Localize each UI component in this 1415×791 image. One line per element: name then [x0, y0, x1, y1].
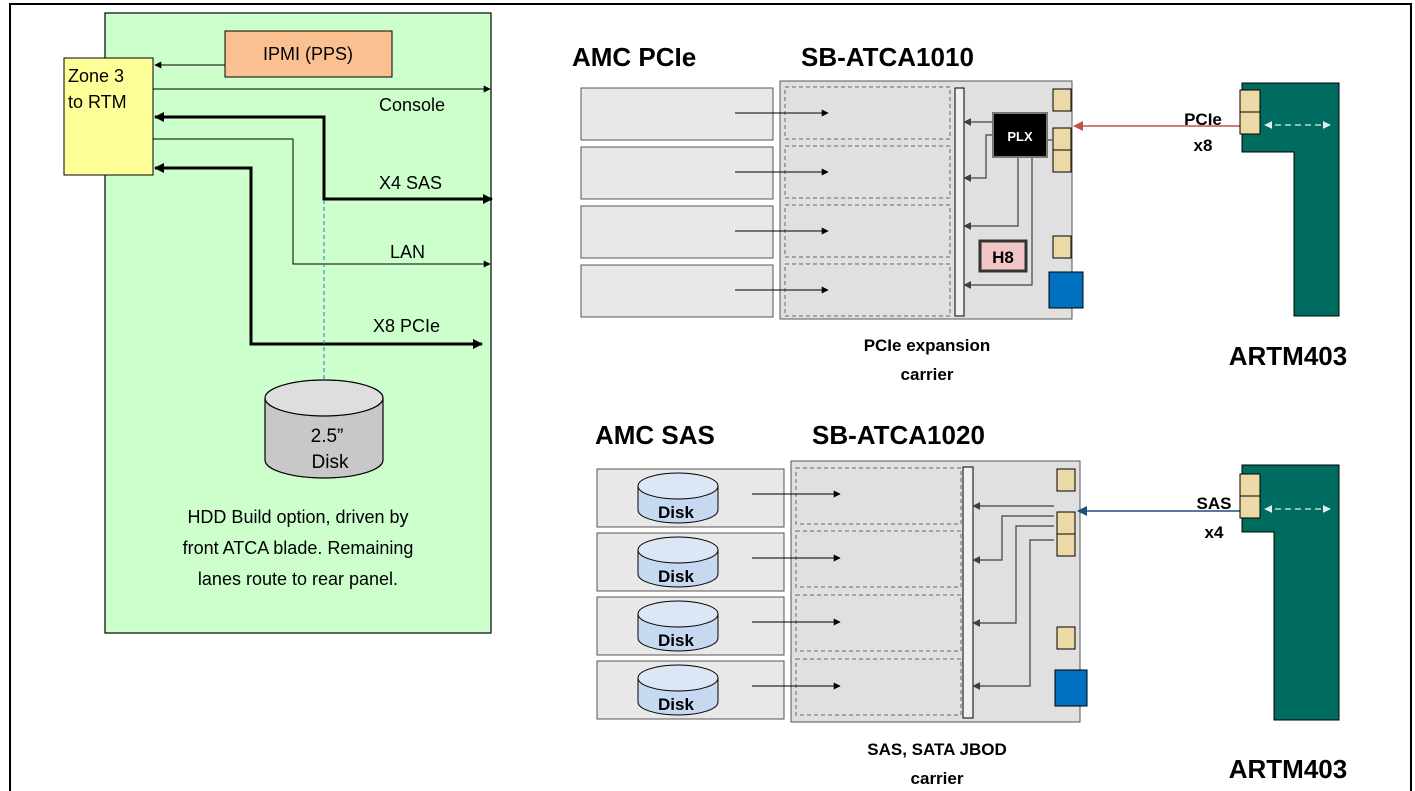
- amc-sas-title: AMC SAS: [595, 420, 715, 450]
- amc-slot: [795, 467, 962, 525]
- zone3-label-line2: to RTM: [68, 92, 127, 112]
- outer-frame: [9, 3, 1412, 791]
- disk-icon: [637, 536, 719, 588]
- plx-label: PLX: [1007, 129, 1033, 144]
- zone3-connector-pin: [1052, 127, 1072, 151]
- amc-pcie-module: [580, 87, 774, 141]
- plx-chip: [992, 112, 1048, 158]
- artm403-connector: [1239, 473, 1261, 497]
- artm403-connector: [1239, 111, 1261, 135]
- signal-label-console: Console: [379, 95, 445, 115]
- disk-label-line1: 2.5”: [311, 426, 344, 447]
- blue-connector-block: [1054, 669, 1088, 707]
- zone3-connector-pin: [1052, 235, 1072, 259]
- ipmi-box: [224, 30, 393, 78]
- sas-jbod-section: AMC SAS SB-ATCA1020 Disk Disk Disk Disk: [595, 420, 1347, 788]
- internal-route: [963, 134, 996, 182]
- artm403-board: [1241, 464, 1340, 721]
- hdd-rtm-panel: Zone 3 to RTM IPMI (PPS) Console X4 SAS …: [63, 12, 493, 634]
- zone3-connector-pin: [1056, 511, 1076, 535]
- ipmi-label: IPMI (PPS): [263, 44, 353, 64]
- hdd-caption-line2: front ATCA blade. Remaining: [183, 538, 414, 558]
- disk-label-line2: Disk: [312, 452, 349, 473]
- zone3-connector: [63, 57, 154, 176]
- h8-chip: [978, 239, 1028, 273]
- pcie-link-label-line1: PCIe: [1184, 110, 1222, 129]
- sb-atca1020-board: [790, 460, 1081, 723]
- internal-route: [972, 515, 1054, 564]
- amc-pcie-title: AMC PCIe: [572, 42, 696, 72]
- internal-route: [972, 525, 1054, 627]
- signal-label-lan: LAN: [390, 242, 425, 262]
- zone3-label-line1: Zone 3: [68, 66, 124, 86]
- zone3-connector-pin: [1052, 149, 1072, 173]
- zone3-connector-pin: [1052, 88, 1072, 112]
- sas-carrier-caption-line2: carrier: [911, 769, 964, 788]
- signal-label-x4-sas: X4 SAS: [379, 173, 442, 193]
- zone3-connector-pin: [1056, 468, 1076, 492]
- sb-atca1010-title: SB-ATCA1010: [801, 42, 974, 72]
- disk-icon: [637, 600, 719, 652]
- internal-route: [963, 155, 1033, 289]
- amc-pcie-module: [580, 146, 774, 200]
- pcie-carrier-caption-line1: PCIe expansion: [864, 336, 991, 355]
- disk-label: Disk: [658, 695, 694, 714]
- sb-atca1020-title: SB-ATCA1020: [812, 420, 985, 450]
- hdd-disk: [264, 379, 384, 479]
- internal-route: [963, 155, 1019, 230]
- backplane-strip: [954, 87, 965, 317]
- artm403-connector: [1239, 495, 1261, 519]
- artm403-connector: [1239, 89, 1261, 113]
- amc-slot: [795, 658, 962, 716]
- artm403-title: ARTM403: [1229, 754, 1347, 784]
- backplane-strip: [962, 466, 974, 719]
- artm403-board: [1241, 82, 1340, 317]
- blue-connector-block: [1048, 271, 1084, 309]
- x8-pcie-link: [154, 163, 483, 349]
- zone3-connector-pin: [1056, 626, 1076, 650]
- disk-label: Disk: [658, 503, 694, 522]
- internal-route: [972, 539, 1054, 690]
- zone3-connector-pin: [1056, 533, 1076, 557]
- pcie-expansion-section: AMC PCIe SB-ATCA1010 PLX H8: [572, 42, 1347, 384]
- hdd-caption-line3: lanes route to rear panel.: [198, 569, 398, 589]
- hdd-caption-line1: HDD Build option, driven by: [187, 507, 408, 527]
- signal-label-x8-pcie: X8 PCIe: [373, 316, 440, 336]
- sas-link-label-line2: x4: [1205, 523, 1224, 542]
- pcie-link-label-line2: x8: [1194, 136, 1213, 155]
- disk-icon: [637, 472, 719, 524]
- sas-carrier-caption-line1: SAS, SATA JBOD: [867, 740, 1006, 759]
- disk-label: Disk: [658, 567, 694, 586]
- disk-label: Disk: [658, 631, 694, 650]
- disk-icon: [637, 664, 719, 716]
- sas-link-label-line1: SAS: [1197, 494, 1232, 513]
- amc-pcie-module: [580, 264, 774, 318]
- amc-pcie-module: [580, 205, 774, 259]
- amc-slot: [795, 594, 962, 652]
- h8-label: H8: [992, 248, 1014, 267]
- amc-slot: [795, 530, 962, 588]
- artm403-title: ARTM403: [1229, 341, 1347, 371]
- pcie-carrier-caption-line2: carrier: [901, 365, 954, 384]
